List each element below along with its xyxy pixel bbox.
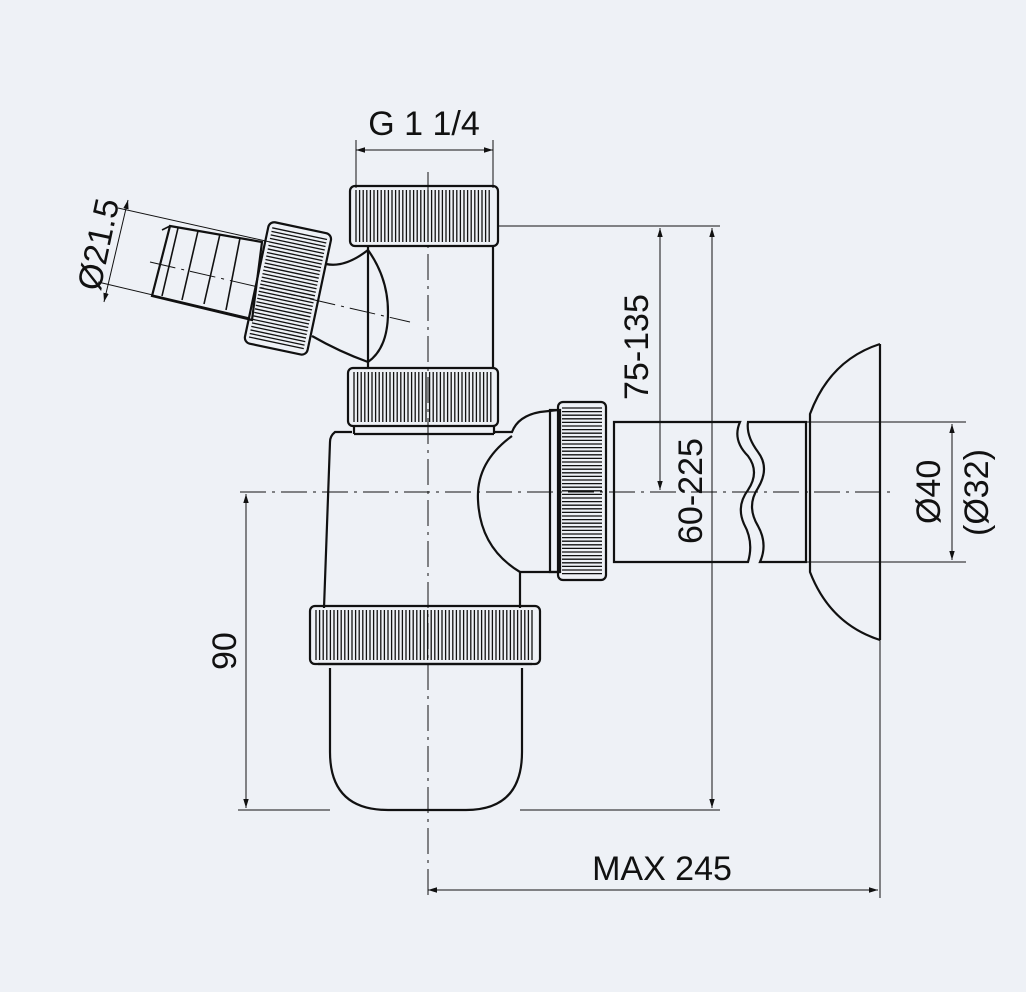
knurl-line	[268, 244, 324, 258]
dim-hose: Ø21.5	[71, 195, 271, 319]
knurl-line	[254, 308, 310, 322]
knurl-line	[248, 336, 304, 350]
knurl-line	[270, 234, 326, 248]
knurl-line	[260, 280, 316, 293]
hose-barb	[150, 224, 264, 322]
knurl-line	[269, 241, 325, 255]
knurl-line	[254, 311, 310, 325]
dim-max-length: MAX 245	[428, 640, 881, 898]
knurl-line	[262, 272, 318, 286]
height-adjust-label: 75-135	[618, 294, 656, 400]
center-lines	[149, 172, 892, 900]
knurl-line	[264, 262, 320, 276]
dim-pipe: Ø40 (Ø32)	[806, 421, 996, 563]
outlet-pipe	[612, 420, 808, 564]
knurl-line	[269, 237, 325, 251]
knurl-line	[253, 315, 309, 329]
dim-trap-height: 90	[206, 494, 720, 811]
middle-nut	[346, 366, 500, 436]
knurl-line	[251, 325, 307, 339]
knurl-line	[258, 290, 314, 304]
thread-size-label: G 1 1/4	[368, 105, 480, 143]
outlet-nut	[548, 400, 608, 582]
trap-height-label: 90	[206, 632, 244, 670]
knurl-line	[272, 227, 328, 241]
knurl-line	[271, 230, 327, 244]
knurl-line	[267, 248, 323, 262]
knurl-line	[266, 255, 322, 269]
depth-adjust-label: 60-225	[672, 438, 710, 544]
knurl-line	[266, 251, 322, 265]
knurl-line	[252, 318, 308, 332]
hose-diameter-label: Ø21.5	[71, 195, 127, 294]
knurl-line	[257, 297, 313, 311]
knurl-line	[260, 283, 316, 297]
knurl-line	[263, 269, 319, 283]
knurl-line	[251, 322, 307, 336]
pipe-diameter-label: Ø40	[910, 460, 948, 524]
knurl-line	[255, 304, 311, 318]
side-inlet-elbow	[311, 249, 390, 364]
pipe-diameter-alt-label: (Ø32)	[958, 449, 996, 536]
knurl-line	[250, 329, 306, 343]
max-length-label: MAX 245	[592, 850, 732, 888]
knurl-line	[256, 301, 312, 315]
knurl-line	[257, 294, 313, 308]
bottom-nut	[308, 604, 542, 666]
knurl-line	[249, 332, 305, 346]
dim-thread: G 1 1/4	[355, 105, 494, 188]
dim-height-adjust: 75-135	[498, 225, 720, 490]
dim-depth-adjust: 60-225	[672, 228, 715, 808]
trap-body	[322, 246, 560, 812]
knurl-line	[265, 258, 321, 272]
knurl-line	[263, 265, 319, 279]
upper-nut	[348, 184, 500, 248]
knurl-line	[261, 276, 317, 290]
